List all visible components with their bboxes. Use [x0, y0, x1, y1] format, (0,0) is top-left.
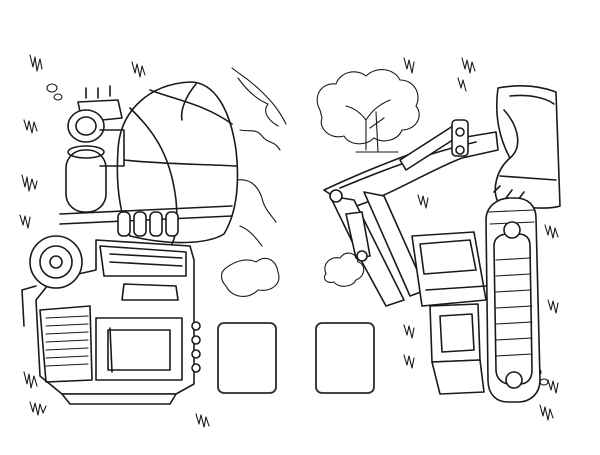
- answer-box-right[interactable]: [315, 322, 375, 394]
- concrete-mixer-truck: [21, 81, 239, 405]
- grass-left: [19, 54, 47, 416]
- bush: [323, 252, 365, 287]
- grass-center: [131, 57, 559, 428]
- background-hills: [220, 67, 287, 297]
- excavator: [323, 85, 561, 403]
- tree: [316, 69, 420, 153]
- answer-box-left[interactable]: [217, 322, 277, 394]
- pebbles-left: [46, 83, 63, 101]
